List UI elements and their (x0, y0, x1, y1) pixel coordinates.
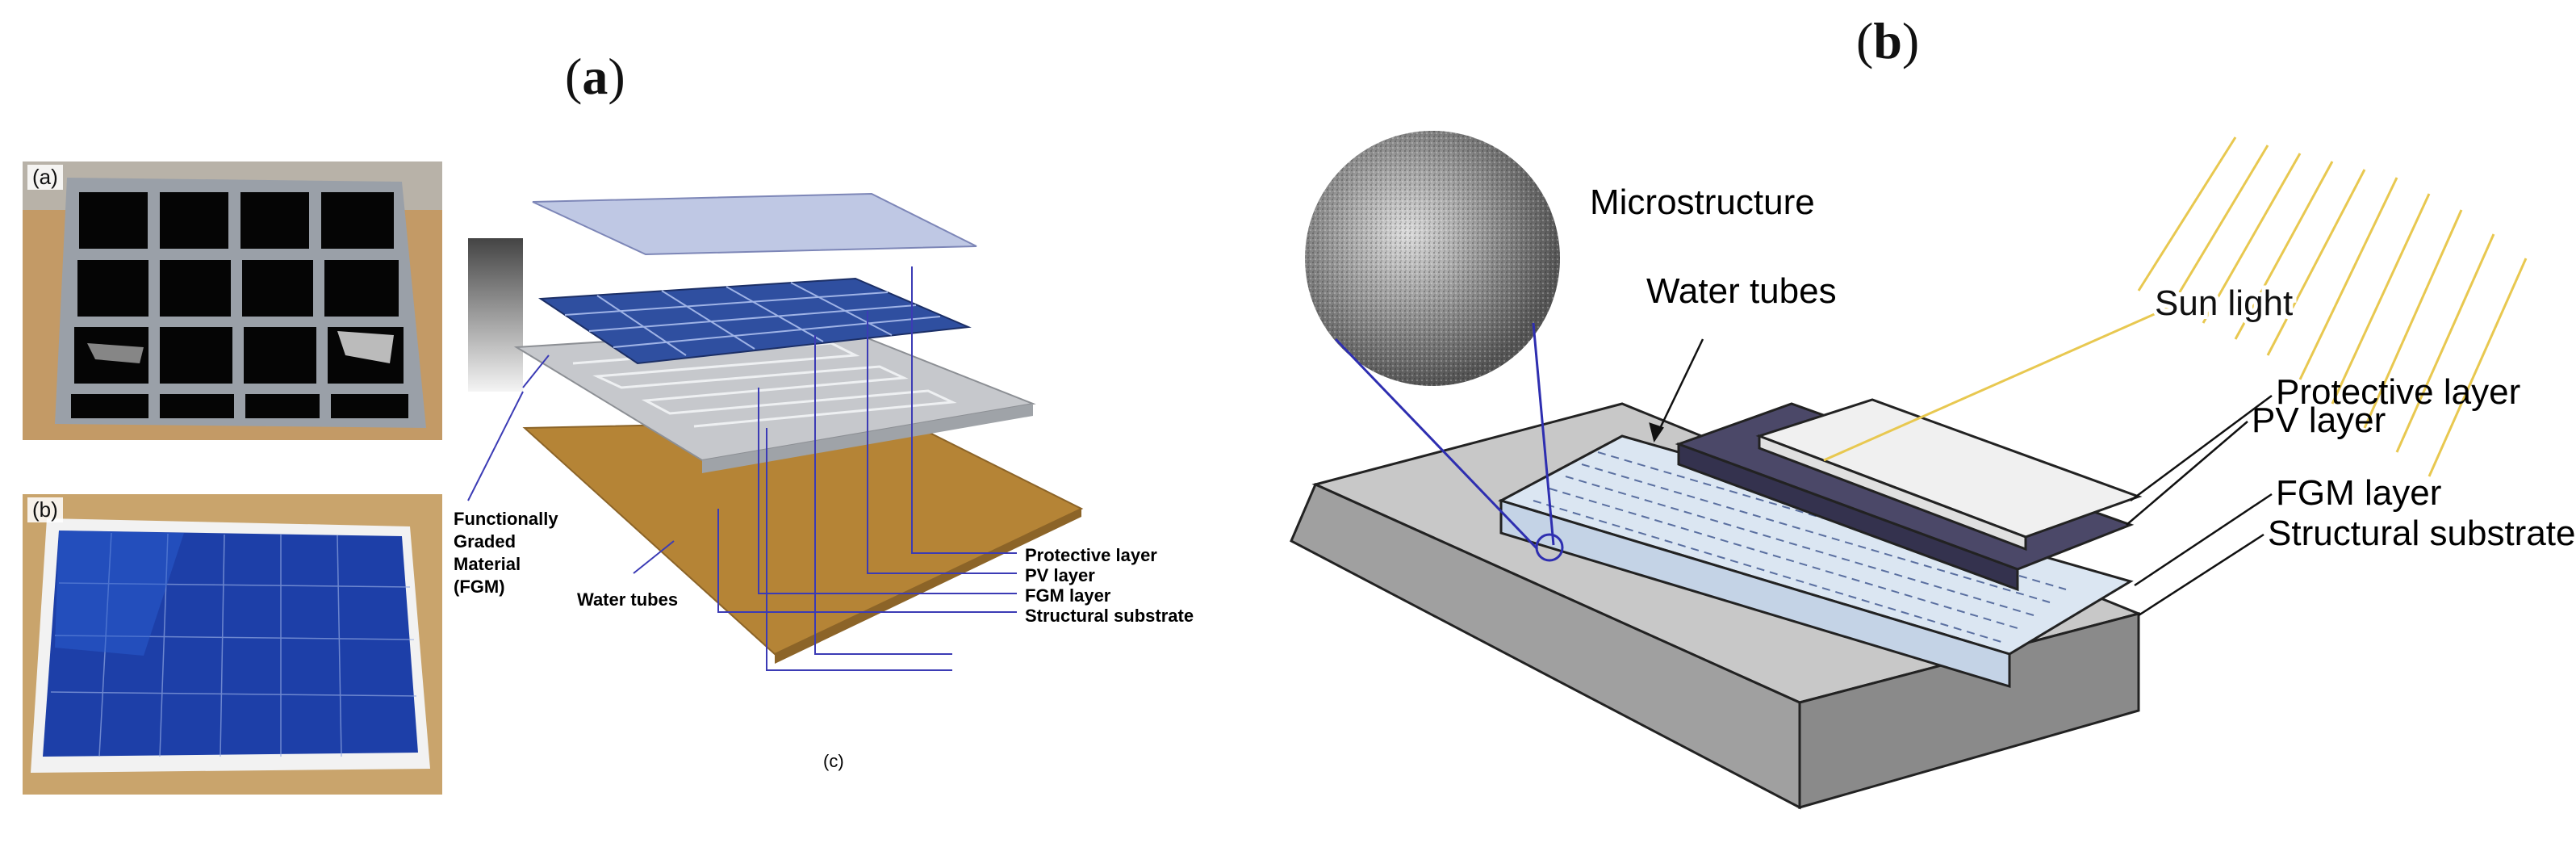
photo-pv-panel-image (23, 494, 442, 795)
sun-light-label: Sun light (2155, 283, 2293, 323)
water-tubes-label-b: Water tubes (1646, 271, 1837, 311)
water-tubes-label: Water tubes (577, 589, 678, 610)
label-arrows (1649, 338, 1704, 443)
label-leaders (2126, 394, 2273, 617)
microstructure-callout (1334, 322, 1564, 562)
structural-substrate-label-b: Structural substrate (2268, 514, 2576, 553)
fgm-water-tube-path (572, 342, 957, 428)
panel-a-label: (a) (565, 48, 625, 105)
protective-layer (532, 192, 977, 256)
microstructure-label: Microstructure (1590, 182, 1815, 222)
photo-tag-a: (a) (27, 165, 63, 190)
pv-layer-label: PV layer (1025, 565, 1095, 585)
fgm-layer-label-b: FGM layer (2276, 473, 2441, 513)
diagram-caption: (c) (823, 751, 844, 771)
photo-tag-b: (b) (27, 497, 63, 522)
layered-structure-schematic: Microstructure Water tubes Sun light Pro… (1290, 131, 2576, 810)
fgm-label-line-3: Material (454, 554, 521, 574)
photo-black-panel-image (23, 161, 442, 440)
structural-substrate-label: Structural substrate (1025, 606, 1194, 626)
protective-layer-label-b: Protective layer (2276, 372, 2520, 412)
protective-layer-label: Protective layer (1025, 545, 1157, 565)
fgm-swatch (468, 238, 523, 392)
fgm-label-line-1: Functionally (454, 509, 558, 529)
sun-rays (2137, 136, 2528, 477)
photo-pv-panel: (b) (23, 494, 442, 795)
panel-b-label: (b) (1856, 12, 1920, 69)
fgm-layer-label: FGM layer (1025, 585, 1111, 606)
photo-black-panel: (a) (23, 161, 442, 440)
pv-layer-label-b: PV layer (2252, 401, 2386, 440)
fgm-label-line-2: Graded (454, 531, 516, 552)
fgm-label-line-4: (FGM) (454, 577, 505, 597)
callout-lines (633, 266, 1017, 613)
pv-layer (537, 277, 972, 365)
exploded-layer-diagram: Functionally Graded Material (FGM) Water… (454, 192, 1194, 771)
